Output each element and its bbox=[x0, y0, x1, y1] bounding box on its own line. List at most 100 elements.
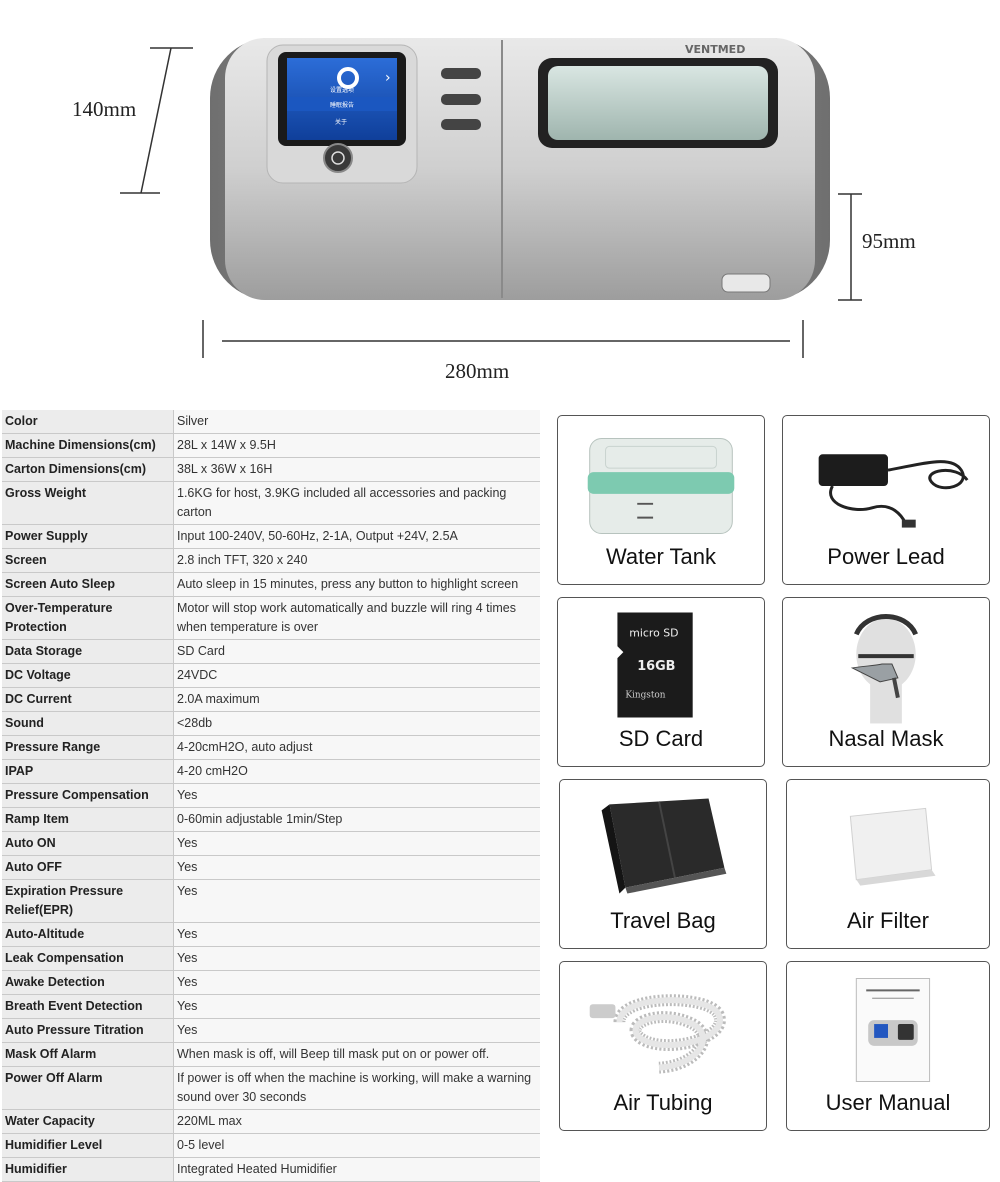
spec-value: 38L x 36W x 16H bbox=[173, 457, 540, 482]
spec-value: 28L x 14W x 9.5H bbox=[173, 433, 540, 458]
spec-key: Humidifier Level bbox=[2, 1133, 174, 1158]
depth-dimension-label: 95mm bbox=[862, 229, 916, 253]
accessory-label: Travel Bag bbox=[610, 908, 716, 933]
spec-key: Humidifier bbox=[2, 1157, 174, 1182]
spec-value: Yes bbox=[173, 1018, 540, 1043]
accessory-label: Power Lead bbox=[827, 544, 945, 569]
accessory-card-user-manual: User Manual bbox=[786, 961, 990, 1131]
accessory-label: Water Tank bbox=[605, 544, 717, 569]
spec-value: <28db bbox=[173, 711, 540, 736]
spec-key: Auto OFF bbox=[2, 855, 174, 880]
power-adapter-icon bbox=[818, 454, 969, 528]
accessory-card-sd-card: micro SD 16GB Kingston SD Card bbox=[557, 597, 765, 767]
spec-key: Screen bbox=[2, 548, 174, 573]
spec-key: DC Voltage bbox=[2, 663, 174, 688]
spec-key: Breath Event Detection bbox=[2, 994, 174, 1019]
spec-key: Power Supply bbox=[2, 524, 174, 549]
spec-row: Carton Dimensions(cm)38L x 36W x 16H bbox=[2, 457, 540, 482]
brand-text: VENTMED bbox=[685, 43, 745, 56]
spec-key: Color bbox=[2, 410, 174, 434]
accessory-card-air-tubing: Air Tubing bbox=[559, 961, 767, 1131]
nasal-mask-icon bbox=[850, 614, 918, 724]
spec-key: Power Off Alarm bbox=[2, 1066, 174, 1110]
spec-key: Mask Off Alarm bbox=[2, 1042, 174, 1067]
spec-value: 24VDC bbox=[173, 663, 540, 688]
spec-key: Sound bbox=[2, 711, 174, 736]
accessory-label: User Manual bbox=[825, 1090, 951, 1115]
accessory-card-air-filter: Air Filter bbox=[786, 779, 990, 949]
spec-key: Ramp Item bbox=[2, 807, 174, 832]
travel-bag-icon bbox=[601, 798, 727, 894]
spec-row: Sound<28db bbox=[2, 711, 540, 736]
spec-value: 0-5 level bbox=[173, 1133, 540, 1158]
spec-value: Auto sleep in 15 minutes, press any butt… bbox=[173, 572, 540, 597]
sd-card-icon: micro SD 16GB Kingston bbox=[617, 612, 693, 718]
spec-value: 2.8 inch TFT, 320 x 240 bbox=[173, 548, 540, 573]
air-tubing-icon bbox=[589, 994, 726, 1074]
accessory-card-travel-bag: Travel Bag bbox=[559, 779, 767, 949]
spec-value: 0-60min adjustable 1min/Step bbox=[173, 807, 540, 832]
device-screen-menu-1: 睡眠报告 bbox=[330, 101, 354, 109]
spec-key: DC Current bbox=[2, 687, 174, 712]
accessory-card-power-lead: Power Lead bbox=[782, 415, 990, 585]
spec-key: IPAP bbox=[2, 759, 174, 784]
spec-value: Motor will stop work automatically and b… bbox=[173, 596, 540, 640]
sd-card-size-text: 16GB bbox=[637, 659, 675, 674]
accessory-label: Nasal Mask bbox=[828, 726, 944, 751]
svg-text:›: › bbox=[385, 70, 391, 86]
spec-key: Machine Dimensions(cm) bbox=[2, 433, 174, 458]
accessory-card-nasal-mask: Nasal Mask bbox=[782, 597, 990, 767]
device-screen-menu-2: 关于 bbox=[335, 118, 347, 126]
spec-key: Pressure Compensation bbox=[2, 783, 174, 808]
spec-value: 4-20 cmH2O bbox=[173, 759, 540, 784]
spec-key: Expiration Pressure Relief(EPR) bbox=[2, 879, 174, 923]
device-hero: › 设置选项 睡眠报告 关于 VENTMED 140mm 95mm 280mm bbox=[0, 0, 1000, 400]
spec-value: Yes bbox=[173, 879, 540, 923]
spec-value: Yes bbox=[173, 970, 540, 995]
spec-value: 1.6KG for host, 3.9KG included all acces… bbox=[173, 481, 540, 525]
accessory-card-water-tank: Water Tank bbox=[557, 415, 765, 585]
air-filter-icon bbox=[849, 807, 936, 886]
water-tank-icon bbox=[587, 437, 735, 535]
accessory-label: SD Card bbox=[618, 726, 704, 751]
spec-key: Water Capacity bbox=[2, 1109, 174, 1134]
cpap-device-illustration: › 设置选项 睡眠报告 关于 VENTMED bbox=[120, 38, 862, 358]
spec-key: Over-Temperature Protection bbox=[2, 596, 174, 640]
spec-value: When mask is off, will Beep till mask pu… bbox=[173, 1042, 540, 1067]
spec-value: Yes bbox=[173, 783, 540, 808]
spec-value: Yes bbox=[173, 946, 540, 971]
spec-value: 2.0A maximum bbox=[173, 687, 540, 712]
spec-row: Expiration Pressure Relief(EPR)Yes bbox=[2, 879, 540, 923]
spec-value: 220ML max bbox=[173, 1109, 540, 1134]
spec-value: SD Card bbox=[173, 639, 540, 664]
spec-value: Yes bbox=[173, 922, 540, 947]
spec-key: Screen Auto Sleep bbox=[2, 572, 174, 597]
user-manual-icon bbox=[855, 978, 931, 1082]
spec-key: Auto-Altitude bbox=[2, 922, 174, 947]
spec-key: Auto Pressure Titration bbox=[2, 1018, 174, 1043]
spec-key: Auto ON bbox=[2, 831, 174, 856]
spec-value: Yes bbox=[173, 855, 540, 880]
spec-value: Input 100-240V, 50-60Hz, 2-1A, Output +2… bbox=[173, 524, 540, 549]
spec-value: 4-20cmH2O, auto adjust bbox=[173, 735, 540, 760]
accessory-label: Air Filter bbox=[847, 908, 929, 933]
spec-key: Awake Detection bbox=[2, 970, 174, 995]
